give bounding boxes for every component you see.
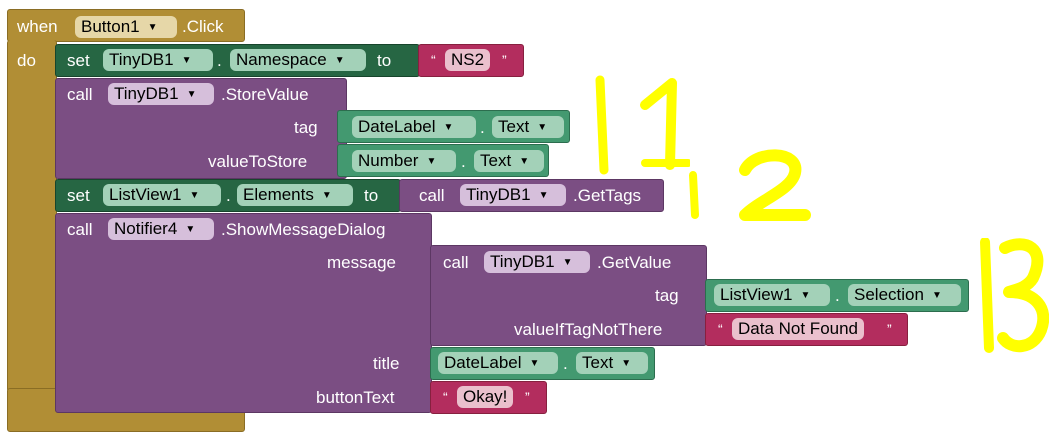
close-quote-icon: ” — [887, 321, 892, 337]
call-label: call — [67, 85, 93, 104]
event-block-body-left — [7, 40, 57, 392]
chevron-down-icon: ▼ — [189, 190, 200, 201]
close-quote-icon: ” — [502, 52, 507, 68]
title-label: title — [373, 354, 400, 373]
button-text-value[interactable]: Okay! — [457, 386, 514, 408]
tag-label: tag — [655, 286, 679, 305]
value-to-store-label: valueToStore — [208, 152, 308, 171]
get-value-component-dropdown[interactable]: TinyDB1 ▼ — [484, 251, 590, 273]
chevron-down-icon: ▼ — [562, 257, 573, 268]
set-label: set — [67, 51, 90, 70]
event-name-label: .Click — [182, 17, 224, 36]
property-name: Selection — [854, 285, 924, 304]
elements-property-dropdown[interactable]: Elements ▼ — [237, 184, 353, 206]
property-name: Namespace — [236, 50, 327, 69]
property-name: Text — [480, 151, 512, 170]
call-label: call — [443, 253, 469, 272]
message-label: message — [327, 253, 396, 272]
dot-separator: . — [217, 51, 222, 70]
when-label: when — [17, 17, 58, 36]
call-label: call — [67, 220, 93, 239]
event-component-name: Button1 — [81, 17, 140, 36]
value-if-tag-not-there-label: valueIfTagNotThere — [514, 320, 663, 339]
do-label: do — [17, 51, 36, 70]
chevron-down-icon: ▼ — [443, 122, 454, 133]
chevron-down-icon: ▼ — [147, 22, 158, 33]
tag-label: tag — [294, 118, 318, 137]
dot-separator: . — [226, 186, 231, 205]
component-name: TinyDB1 — [109, 50, 174, 69]
dot-separator: . — [461, 152, 466, 171]
component-name: Number — [358, 151, 419, 170]
chevron-down-icon: ▼ — [529, 358, 540, 369]
chevron-down-icon: ▼ — [186, 89, 197, 100]
default-text-value[interactable]: Data Not Found — [732, 318, 865, 340]
tag-component-dropdown[interactable]: DateLabel ▼ — [352, 116, 476, 138]
component-name: ListView1 — [109, 185, 182, 204]
call-label: call — [419, 186, 445, 205]
component-name: TinyDB1 — [114, 84, 179, 103]
property-name: Text — [582, 353, 614, 372]
set-label: set — [67, 186, 90, 205]
chevron-down-icon: ▼ — [185, 224, 196, 235]
button-text-label: buttonText — [316, 388, 395, 407]
method-label: .GetValue — [597, 253, 672, 272]
property-name: Elements — [243, 185, 314, 204]
namespace-component-dropdown[interactable]: TinyDB1 ▼ — [103, 49, 213, 71]
notifier-component-dropdown[interactable]: Notifier4 ▼ — [108, 218, 214, 240]
component-name: TinyDB1 — [490, 252, 555, 271]
chevron-down-icon: ▼ — [537, 122, 548, 133]
title-property-dropdown[interactable]: Text ▼ — [576, 352, 648, 374]
elements-component-dropdown[interactable]: ListView1 ▼ — [103, 184, 221, 206]
annotation-3 — [980, 238, 1049, 353]
close-quote-icon: ” — [525, 389, 530, 405]
chevron-down-icon: ▼ — [426, 156, 437, 167]
component-name: DateLabel — [444, 353, 522, 372]
chevron-down-icon: ▼ — [519, 156, 530, 167]
event-component-dropdown[interactable]: Button1 ▼ — [75, 16, 177, 38]
chevron-down-icon: ▼ — [181, 55, 192, 66]
selection-property-dropdown[interactable]: Selection ▼ — [848, 284, 961, 306]
dot-separator: . — [835, 286, 840, 305]
chevron-down-icon: ▼ — [931, 290, 942, 301]
show-message-dialog-block[interactable] — [55, 213, 432, 413]
chevron-down-icon: ▼ — [538, 190, 549, 201]
component-name: DateLabel — [358, 117, 436, 136]
annotation-2 — [689, 149, 811, 221]
component-name: TinyDB1 — [466, 185, 531, 204]
chevron-down-icon: ▼ — [621, 358, 632, 369]
namespace-property-dropdown[interactable]: Namespace ▼ — [230, 49, 366, 71]
value-component-dropdown[interactable]: Number ▼ — [352, 150, 456, 172]
chevron-down-icon: ▼ — [334, 55, 345, 66]
open-quote-icon: “ — [443, 389, 448, 405]
title-component-dropdown[interactable]: DateLabel ▼ — [438, 352, 558, 374]
method-label: .StoreValue — [221, 85, 309, 104]
component-name: Notifier4 — [114, 219, 178, 238]
tag-property-dropdown[interactable]: Text ▼ — [492, 116, 564, 138]
property-name: Text — [498, 117, 530, 136]
annotation-1 — [595, 75, 690, 175]
method-label: .GetTags — [573, 186, 642, 205]
store-value-component-dropdown[interactable]: TinyDB1 ▼ — [108, 83, 214, 105]
selection-component-dropdown[interactable]: ListView1 ▼ — [714, 284, 830, 306]
to-label: to — [364, 186, 379, 205]
chevron-down-icon: ▼ — [321, 190, 332, 201]
namespace-text-value[interactable]: NS2 — [445, 49, 491, 71]
component-name: ListView1 — [720, 285, 793, 304]
open-quote-icon: “ — [431, 52, 436, 68]
value-property-dropdown[interactable]: Text ▼ — [474, 150, 544, 172]
open-quote-icon: “ — [718, 321, 723, 337]
to-label: to — [377, 51, 392, 70]
dot-separator: . — [480, 118, 485, 137]
dot-separator: . — [563, 354, 568, 373]
chevron-down-icon: ▼ — [800, 290, 811, 301]
method-label: .ShowMessageDialog — [221, 220, 386, 239]
get-tags-component-dropdown[interactable]: TinyDB1 ▼ — [460, 184, 566, 206]
